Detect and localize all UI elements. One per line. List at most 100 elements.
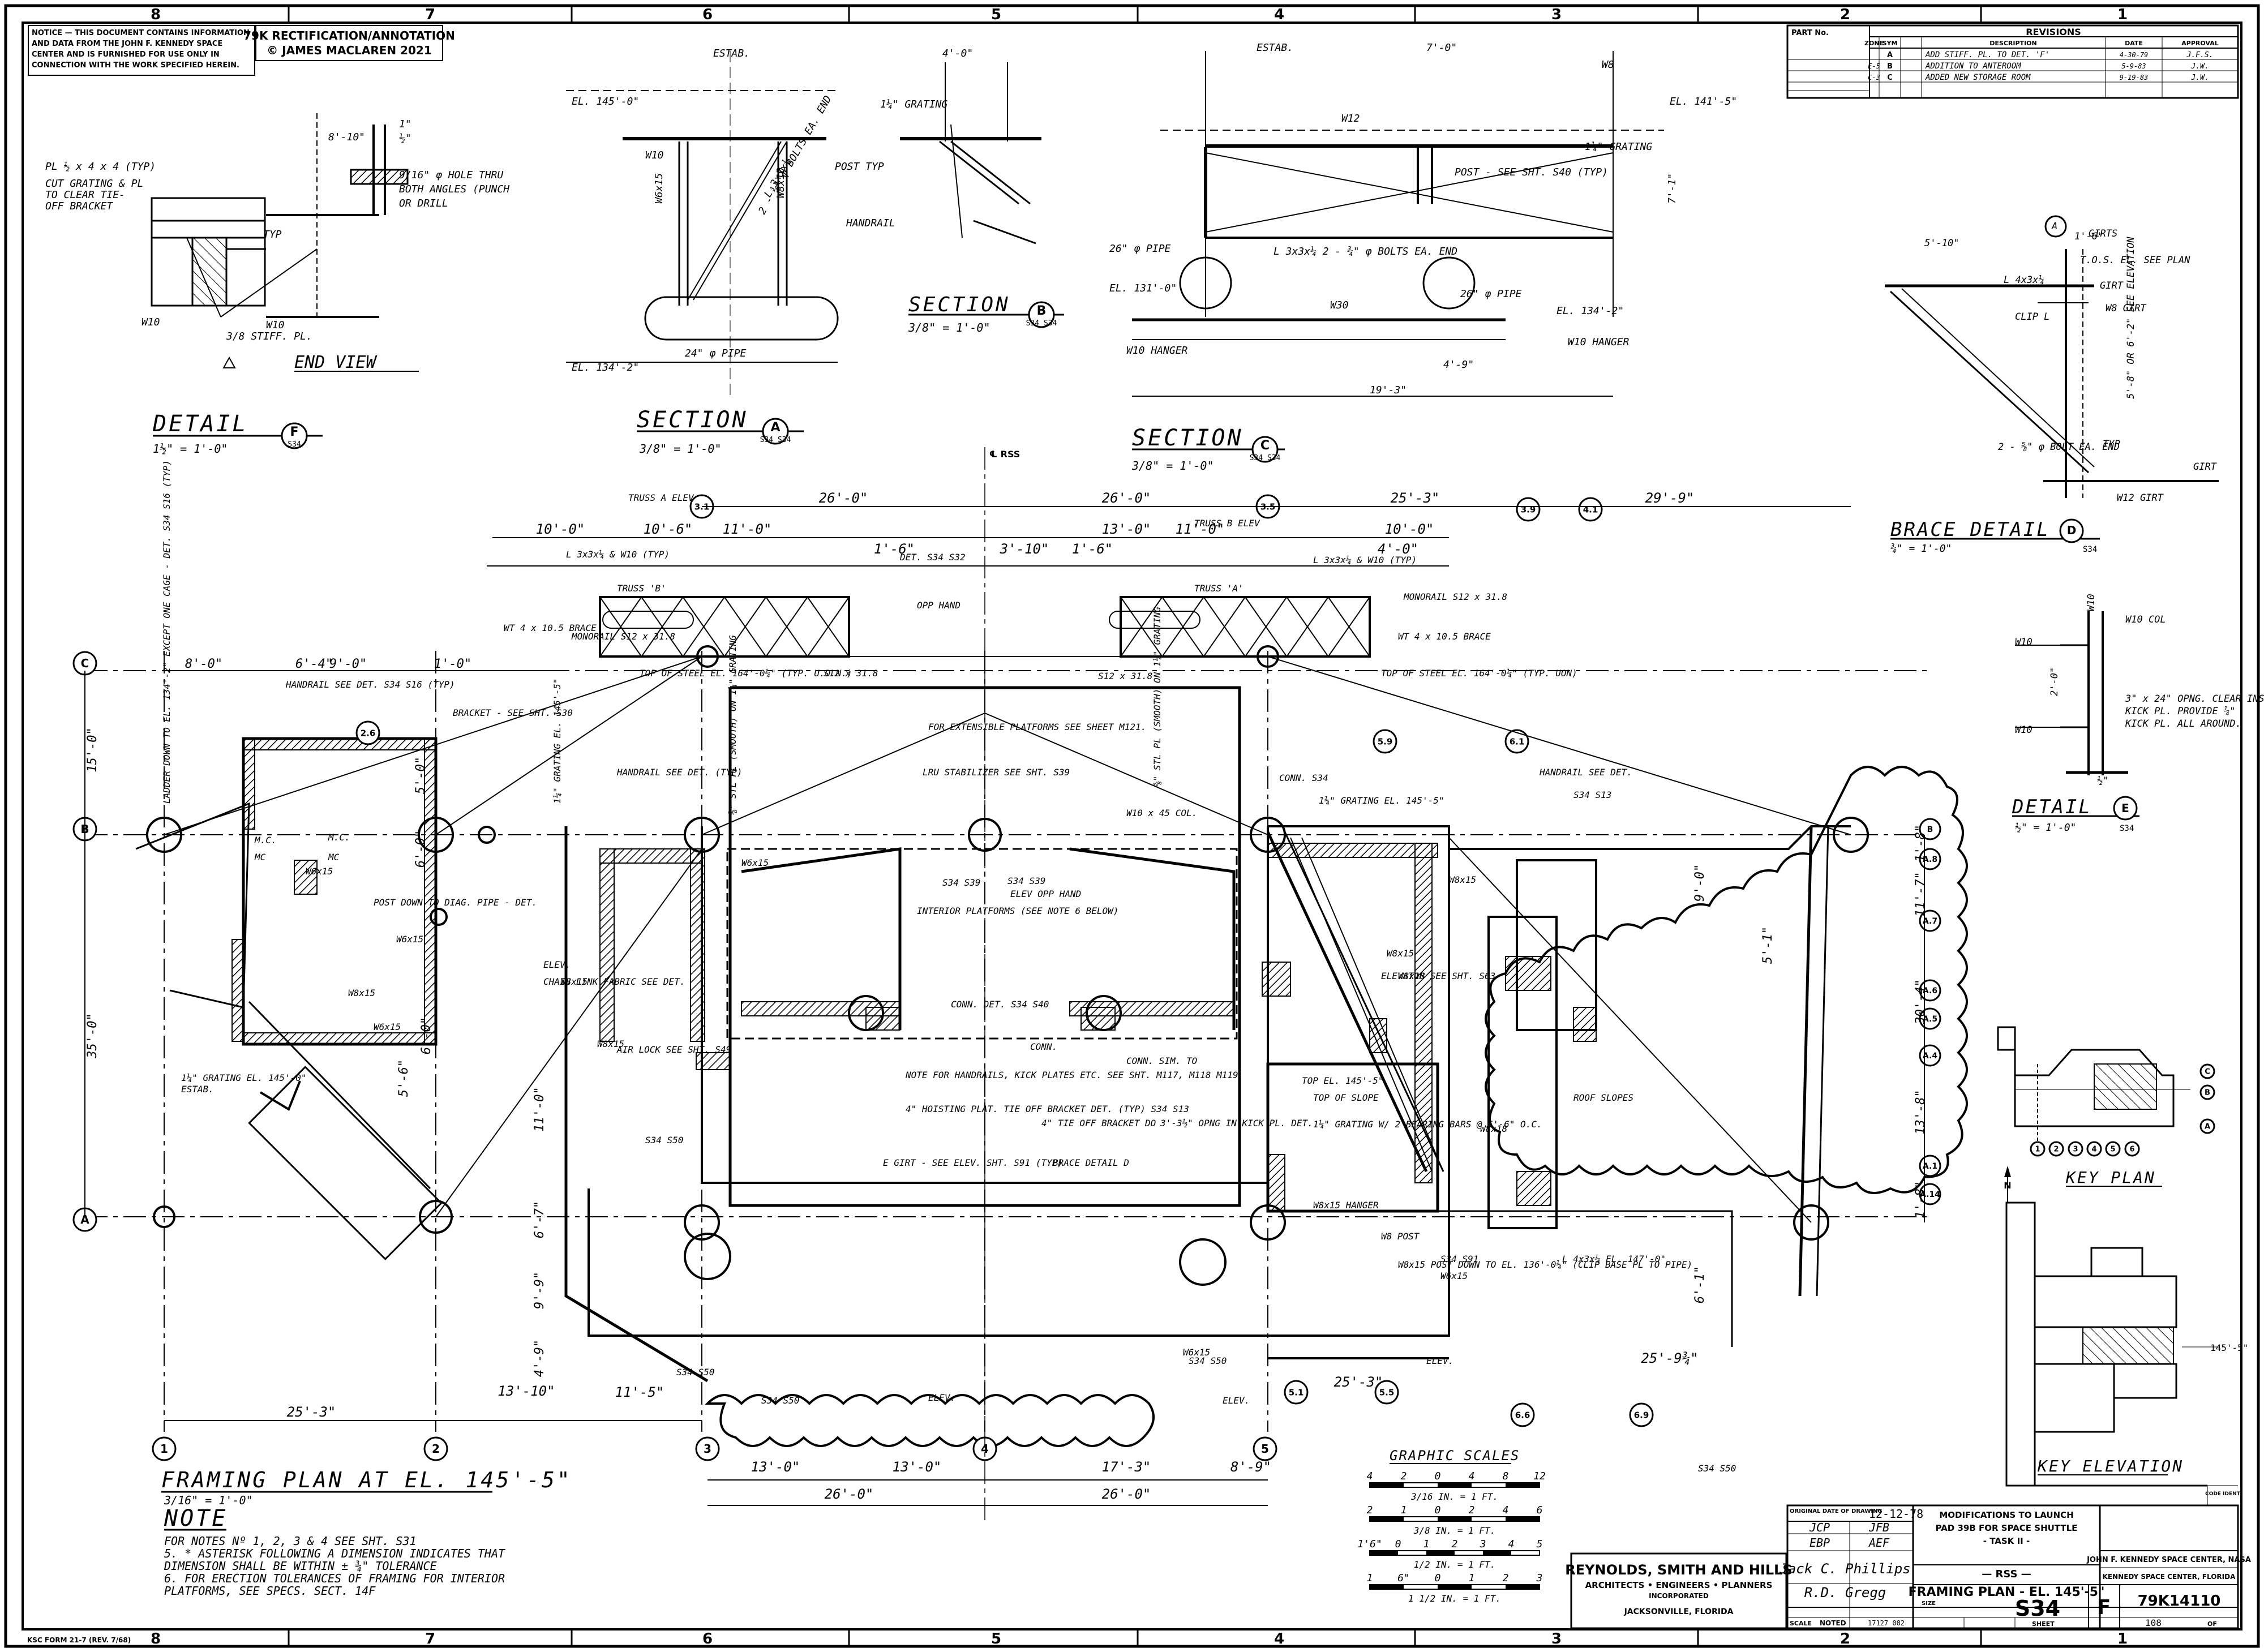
scale-tick: 3 bbox=[1536, 1572, 1543, 1584]
grid-bubble-right: B bbox=[1927, 825, 1933, 834]
annotation-text: TYP bbox=[263, 229, 282, 241]
border-number-bottom: 2 bbox=[1840, 1630, 1850, 1647]
detail-f-end-view bbox=[151, 113, 409, 368]
annotation-text: 3/8 STIFF. PL. bbox=[226, 331, 312, 342]
plan-label: TRUSS 'B' bbox=[617, 583, 666, 594]
scale-tick: 5 bbox=[1537, 1538, 1543, 1550]
revision-column-header: DESCRIPTION bbox=[1989, 40, 2036, 47]
dimension-text: 6'-7" bbox=[533, 1201, 547, 1238]
scale-tick: 0 bbox=[1435, 1470, 1441, 1482]
sheet-label: SHEET bbox=[2032, 1620, 2055, 1628]
plan-label: W6x15 bbox=[741, 857, 769, 868]
plan-label: CONN. DET. S34 S40 bbox=[951, 999, 1049, 1010]
border-number-top: 7 bbox=[425, 6, 435, 23]
dimension-text: 25'-3" bbox=[1334, 1374, 1383, 1390]
dimension-text: 10'-6" bbox=[644, 521, 693, 537]
form-number: KSC FORM 21-7 (REV. 7/68) bbox=[27, 1636, 131, 1644]
of-label: OF bbox=[2207, 1620, 2217, 1628]
plan-label: 1¼" GRATING EL. 145'-5" bbox=[552, 678, 563, 804]
dimension-text: 26'-0" bbox=[819, 490, 868, 506]
section-b-ref: S34 S34 bbox=[1026, 319, 1057, 328]
key-plan-col: 5 bbox=[2110, 1145, 2115, 1154]
grid-bubble-right: A.4 bbox=[1923, 1052, 1937, 1061]
plan-label: WT 4 x 10.5 BRACE bbox=[1398, 631, 1491, 642]
key-plan-drawing bbox=[1997, 1026, 2190, 1143]
note-title: NOTE bbox=[164, 1505, 228, 1531]
key-plan-row: C bbox=[2205, 1068, 2210, 1076]
grid-bubble-right: A.7 bbox=[1923, 917, 1937, 926]
plan-label: 1¼" GRATING EL. 145'-5" bbox=[1319, 795, 1444, 806]
plan-label: W8x15 bbox=[1449, 874, 1476, 885]
annotation-text: 5'-8" OR 6'-2" SEE ELEVATION bbox=[2125, 237, 2137, 399]
annotation-text: W12 bbox=[1341, 113, 1360, 125]
project-line-3: - TASK II - bbox=[1983, 1536, 2030, 1546]
plan-label: 1¼" GRATING EL. 145'-0" bbox=[181, 1072, 307, 1083]
plan-label: MC bbox=[328, 852, 340, 863]
plan-label: 1¼" GRATING W/ 2 BEARING BARS @ 5'-6" O.… bbox=[1313, 1119, 1542, 1130]
plan-label: WT 4 x 10.5 BRACE bbox=[504, 623, 597, 633]
title-block bbox=[1570, 1485, 2239, 1629]
revision-column-header: APPROVAL bbox=[2181, 40, 2218, 47]
section-a-title: SECTION bbox=[637, 407, 748, 433]
grid-bubble-col: 1 bbox=[160, 1442, 168, 1456]
detail-f-scale: 1½" = 1'-0" bbox=[153, 442, 228, 456]
annotation-line-2: © JAMES MACLAREN 2021 bbox=[267, 44, 432, 57]
plan-label: S34 S39 bbox=[1007, 876, 1045, 886]
annotation-text: W8 GIRT bbox=[2106, 303, 2147, 314]
plan-label: CHAIN LINK FABRIC SEE DET. bbox=[543, 976, 685, 987]
orig-date-label: ORIGINAL DATE OF DRAWING bbox=[1790, 1508, 1883, 1514]
plan-note-line: 5. * ASTERISK FOLLOWING A DIMENSION INDI… bbox=[164, 1547, 506, 1560]
plan-label: S34 S50 bbox=[761, 1395, 799, 1406]
annotation-text: 8'-10" bbox=[328, 131, 365, 143]
signature-2: R.D. Gregg bbox=[1804, 1585, 1886, 1600]
scale-label: 1 1/2 IN. = 1 FT. bbox=[1408, 1593, 1501, 1604]
drawing-size: F bbox=[2097, 1596, 2111, 1619]
annotation-text: W10 bbox=[266, 319, 285, 331]
plan-label: TOP OF STEEL EL. 164'-0¼" (TYP. U.O.N.) bbox=[640, 668, 852, 679]
annotation-text: KICK PL. PROVIDE ¼" bbox=[2125, 706, 2235, 717]
scale-tick: 4 bbox=[1503, 1504, 1509, 1516]
annotation-text: GIRT bbox=[2100, 280, 2124, 291]
grid-bubble-right: A.6 bbox=[1923, 986, 1937, 996]
section-b-title: SECTION bbox=[908, 293, 1010, 316]
annotation-text: EL. 145'-0" bbox=[572, 96, 639, 108]
scale-label: 3/16 IN. = 1 FT. bbox=[1410, 1491, 1498, 1502]
graphic-scales-title: GRAPHIC SCALES bbox=[1390, 1448, 1520, 1464]
plan-label: E GIRT - SEE ELEV. SHT. S91 (TYP) bbox=[883, 1157, 1063, 1168]
annotation-text: ½" bbox=[2097, 775, 2108, 787]
annotation-text: HANDRAIL bbox=[846, 217, 895, 229]
border-zone-ticks bbox=[288, 6, 1982, 1646]
part-no-label: PART No. bbox=[1791, 29, 1829, 37]
dimensions-bottom: 13'-0"13'-0"17'-3"8'-9"26'-0"26'-0"25'-3… bbox=[287, 1350, 1699, 1502]
dimension-text: 35'-0" bbox=[85, 1013, 100, 1058]
end-view-title: END VIEW bbox=[294, 353, 378, 372]
scale-tick: 3 bbox=[1480, 1538, 1486, 1550]
agency-line-2: KENNEDY SPACE CENTER, FLORIDA bbox=[2103, 1573, 2236, 1581]
detail-f-title: DETAIL bbox=[152, 411, 248, 437]
dimension-text: 6'-0" bbox=[414, 830, 428, 868]
key-plan-col: 4 bbox=[2091, 1145, 2096, 1154]
key-plan-row-circle bbox=[2199, 1084, 2215, 1100]
annotation-text: W10 HANGER bbox=[1126, 345, 1188, 357]
section-c-drawing bbox=[1132, 51, 1664, 397]
plan-label: TRUSS B ELEV bbox=[1194, 518, 1260, 529]
plan-label: HANDRAIL SEE DET. bbox=[1539, 767, 1632, 778]
revision-description: ADDITION TO ANTEROOM bbox=[1925, 62, 2021, 71]
section-b-scale: 3/8" = 1'-0" bbox=[908, 321, 990, 334]
plan-label: LADDER DOWN TO EL. 134'-2" EXCEPT ONE CA… bbox=[161, 460, 172, 804]
annotation-text: 4'-9" bbox=[1443, 359, 1474, 371]
dimension-text: 17'-3" bbox=[1102, 1459, 1151, 1475]
section-b-drawing bbox=[900, 62, 1041, 244]
grid-bubble-sub-circle bbox=[1510, 1402, 1535, 1427]
scale-tick: 2 bbox=[1503, 1572, 1509, 1584]
revision-column-header: SYM bbox=[1883, 40, 1898, 47]
scale-tick: 1 bbox=[1469, 1572, 1475, 1584]
grid-bubble-col-circle bbox=[423, 1436, 448, 1461]
grid-bubble-col-circle bbox=[695, 1436, 720, 1461]
scale-tick: 6 bbox=[1537, 1504, 1543, 1516]
annotation-text: W10 bbox=[142, 316, 160, 328]
plan-label: CONN. S34 bbox=[1279, 773, 1328, 783]
